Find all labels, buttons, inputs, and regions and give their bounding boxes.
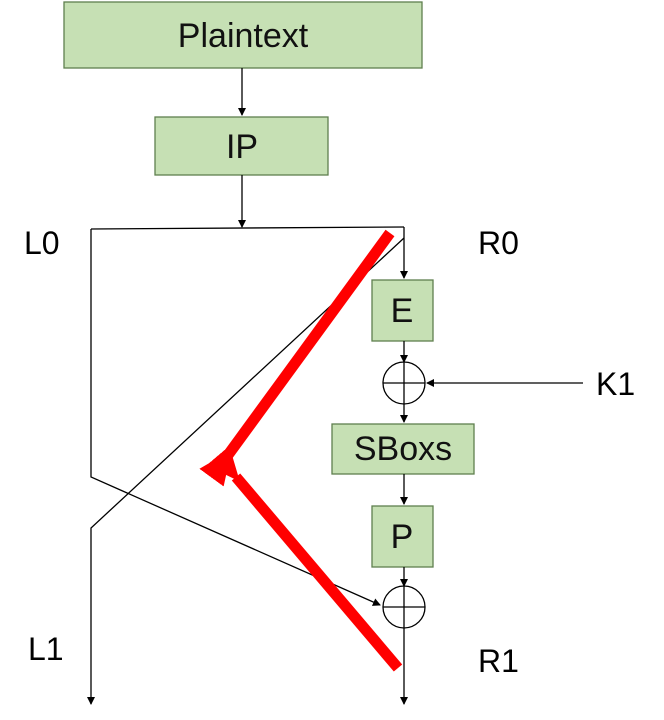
red-highlight-arrow-lower <box>206 445 403 672</box>
p-label: P <box>391 518 414 556</box>
plaintext-box: Plaintext <box>63 1 423 69</box>
sboxs-label: SBoxs <box>354 430 452 468</box>
round-xor-symbol <box>382 585 426 629</box>
k1-label: K1 <box>596 366 635 402</box>
p-box: P <box>371 505 434 568</box>
l0-label: L0 <box>24 225 60 261</box>
l1-label: L1 <box>28 631 64 667</box>
ip-box: IP <box>154 116 329 176</box>
split-line <box>90 226 405 230</box>
r1-label: R1 <box>478 643 519 679</box>
r0-label: R0 <box>478 225 519 261</box>
e-box: E <box>371 279 434 342</box>
red-highlight-arrow-upper <box>199 229 395 487</box>
sboxs-box: SBoxs <box>331 423 475 475</box>
key-xor-symbol <box>382 361 426 405</box>
plaintext-label: Plaintext <box>178 17 309 55</box>
l0-path <box>90 229 381 606</box>
ip-label: IP <box>226 128 258 166</box>
e-label: E <box>391 292 414 330</box>
r0-to-l1-path <box>87 237 405 705</box>
